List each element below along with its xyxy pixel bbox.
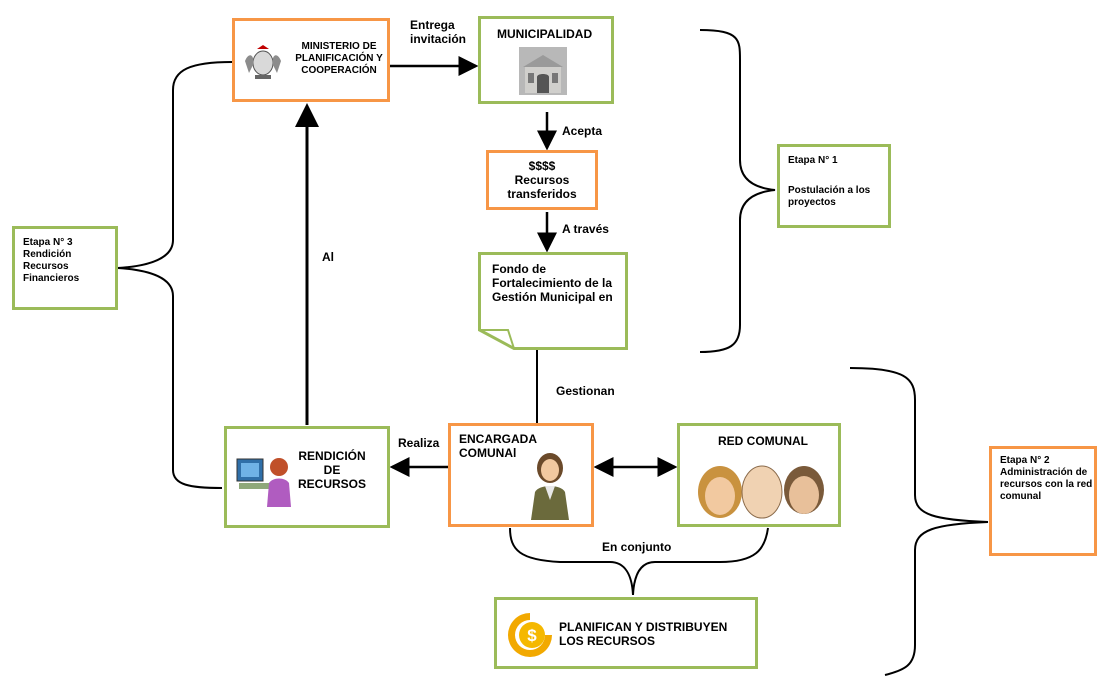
rendicion-node: RENDICIÓN DE RECURSOS	[224, 426, 390, 528]
dollar-coin-icon: $	[505, 610, 555, 660]
edge-label-acepta: Acepta	[562, 124, 603, 138]
coat-of-arms-icon	[241, 43, 285, 81]
encargada-label: ENCARGADA COMUNAl	[459, 432, 537, 460]
fondo-label: Fondo de Fortalecimiento de la Gestión M…	[492, 262, 613, 304]
etapa2-desc: Administración de recursos con la red co…	[1000, 467, 1093, 502]
computer-user-icon	[235, 453, 293, 507]
building-icon	[519, 47, 567, 95]
recursos-node: $$$$ Recursos transferidos	[486, 150, 598, 210]
red-label: RED COMUNAL	[718, 434, 808, 448]
edge-label-entrega: Entrega invitación	[410, 18, 467, 46]
planifican-node: $ PLANIFICAN Y DISTRIBUYEN LOS RECURSOS	[494, 597, 758, 669]
ministerio-label: MINISTERIO DE PLANIFICACIÓN Y COOPERACIÓ…	[295, 41, 383, 76]
encargada-node: ENCARGADA COMUNAl	[448, 423, 594, 527]
edge-label-al: Al	[322, 250, 334, 264]
etapa3-title: Etapa N° 3	[23, 237, 73, 248]
brace-etapa3	[117, 61, 233, 489]
brace-etapa2	[849, 367, 989, 676]
woman-icon	[527, 452, 573, 520]
etapa3-desc: Rendición Recursos Financieros	[23, 249, 80, 284]
red-node: RED COMUNAL	[677, 423, 841, 527]
edge-label-enconjunto: En conjunto	[602, 540, 672, 554]
brace-etapa1	[699, 29, 776, 353]
edge-label-gestionan: Gestionan	[556, 384, 615, 398]
brace-enconjunto	[509, 527, 769, 596]
rendicion-label: RENDICIÓN DE RECURSOS	[297, 449, 366, 491]
recursos-label: Recursos transferidos	[507, 173, 577, 201]
etapa1-title: Etapa N° 1	[788, 155, 838, 166]
recursos-amount: $$$$	[528, 159, 556, 173]
planifican-label: PLANIFICAN Y DISTRIBUYEN LOS RECURSOS	[559, 620, 728, 648]
etapa2-box: Etapa N° 2 Administración de recursos co…	[989, 446, 1097, 556]
people-icon	[694, 462, 830, 522]
ministerio-node: MINISTERIO DE PLANIFICACIÓN Y COOPERACIÓ…	[232, 18, 390, 102]
etapa1-desc: Postulación a los proyectos	[788, 185, 871, 208]
municipalidad-label: MUNICIPALIDAD	[497, 27, 593, 41]
etapa2-title: Etapa N° 2	[1000, 455, 1050, 466]
edge-label-realiza: Realiza	[398, 436, 440, 450]
etapa3-box: Etapa N° 3 Rendición Recursos Financiero…	[12, 226, 118, 310]
svg-text:$: $	[527, 626, 537, 645]
edge-label-atraves: A través	[562, 222, 609, 236]
municipalidad-node: MUNICIPALIDAD	[478, 16, 614, 104]
fondo-node: Fondo de Fortalecimiento de la Gestión M…	[478, 252, 628, 350]
etapa1-box: Etapa N° 1 Postulación a los proyectos	[777, 144, 891, 228]
